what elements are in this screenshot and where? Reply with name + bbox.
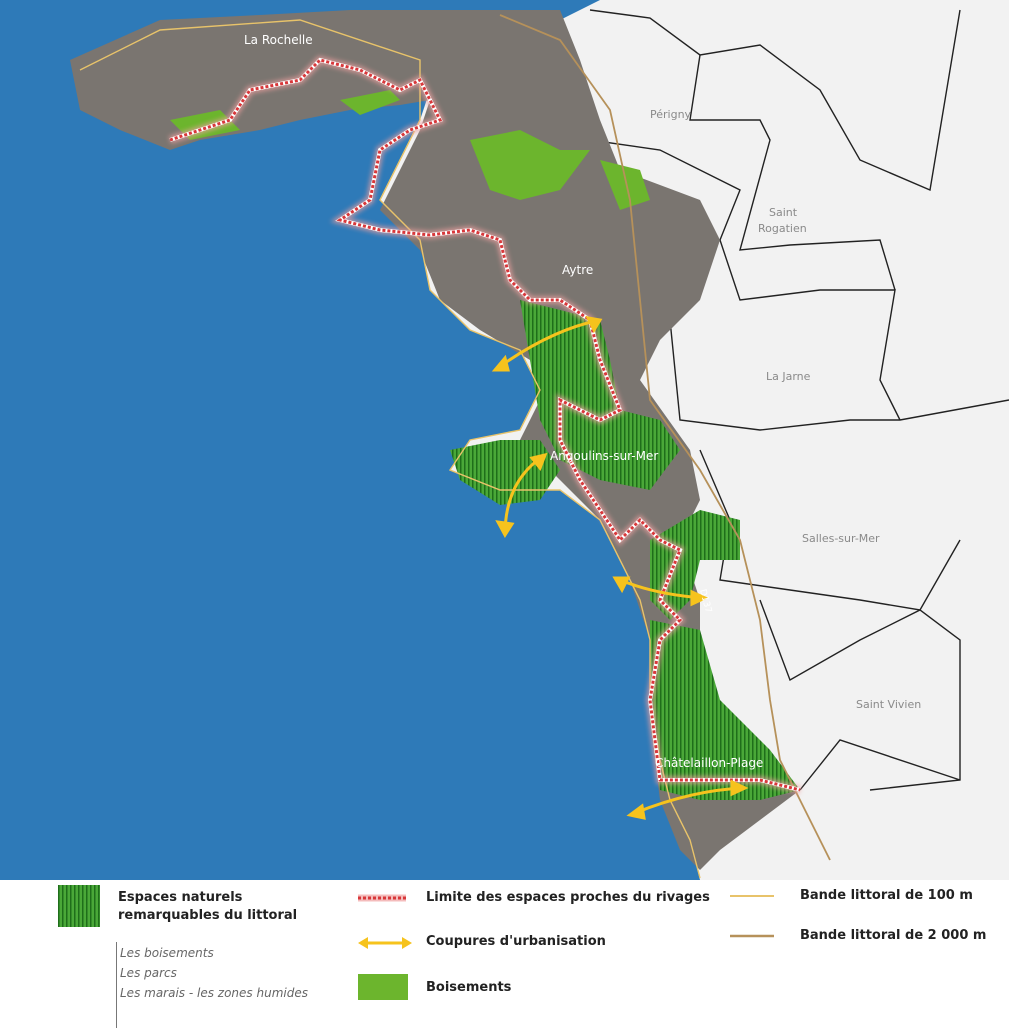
town-label-chatelaillon: Châtelaillon-Plage [655,756,763,770]
map-legend: Espaces naturels remarquables du littora… [0,880,1009,1032]
legend-natural-spaces-line1: Espaces naturels [118,890,243,905]
band-2000m-swatch [730,934,774,938]
commune-boundaries [589,9,1009,791]
legend-band-2000: Bande littoral de 2 000 m [800,928,987,943]
town-label-salles: Salles-sur-Mer [802,532,880,545]
limit-line-swatch [358,894,406,902]
town-label-saint-vivien: Saint Vivien [856,698,921,711]
legend-sub-parcs: Les parcs [120,966,177,980]
band-2000m-line [499,14,831,861]
town-label-angoulins: Angoulins-sur-Mer [550,449,658,463]
urban-area-la-rochelle [70,10,800,870]
legend-natural-spaces-line2: remarquables du littoral [118,908,298,923]
town-label-saint-rogatien-1: Saint [769,206,798,219]
limit-nearshore-spaces [168,55,801,794]
legend-band-100: Bande littoral de 100 m [800,888,973,903]
legend-sub-marais: Les marais - les zones humides [120,986,308,1000]
forest-swatch [358,974,408,1000]
town-label-aytre: Aytre [562,263,593,277]
natural-spaces-swatch [58,885,100,927]
sea [0,0,700,880]
band-100m-swatch [730,895,774,897]
urbanization-cut-arrows [491,316,749,820]
coastal-map: La Rochelle Périgny Saint Rogatien Aytre… [0,0,1009,880]
cut-arrow-swatch [358,937,412,949]
legend-limit: Limite des espaces proches du rivages [426,890,710,905]
town-label-saint-rogatien-2: Rogatien [758,222,807,235]
legend-forests: Boisements [426,980,512,995]
town-label-la-rochelle: La Rochelle [244,33,313,47]
town-label-la-jarne: La Jarne [766,370,811,383]
legend-sub-boisements: Les boisements [120,946,214,960]
legend-sub-bracket [116,942,117,1028]
legend-cuts: Coupures d'urbanisation [426,934,606,949]
town-label-perigny: Périgny [650,108,692,121]
